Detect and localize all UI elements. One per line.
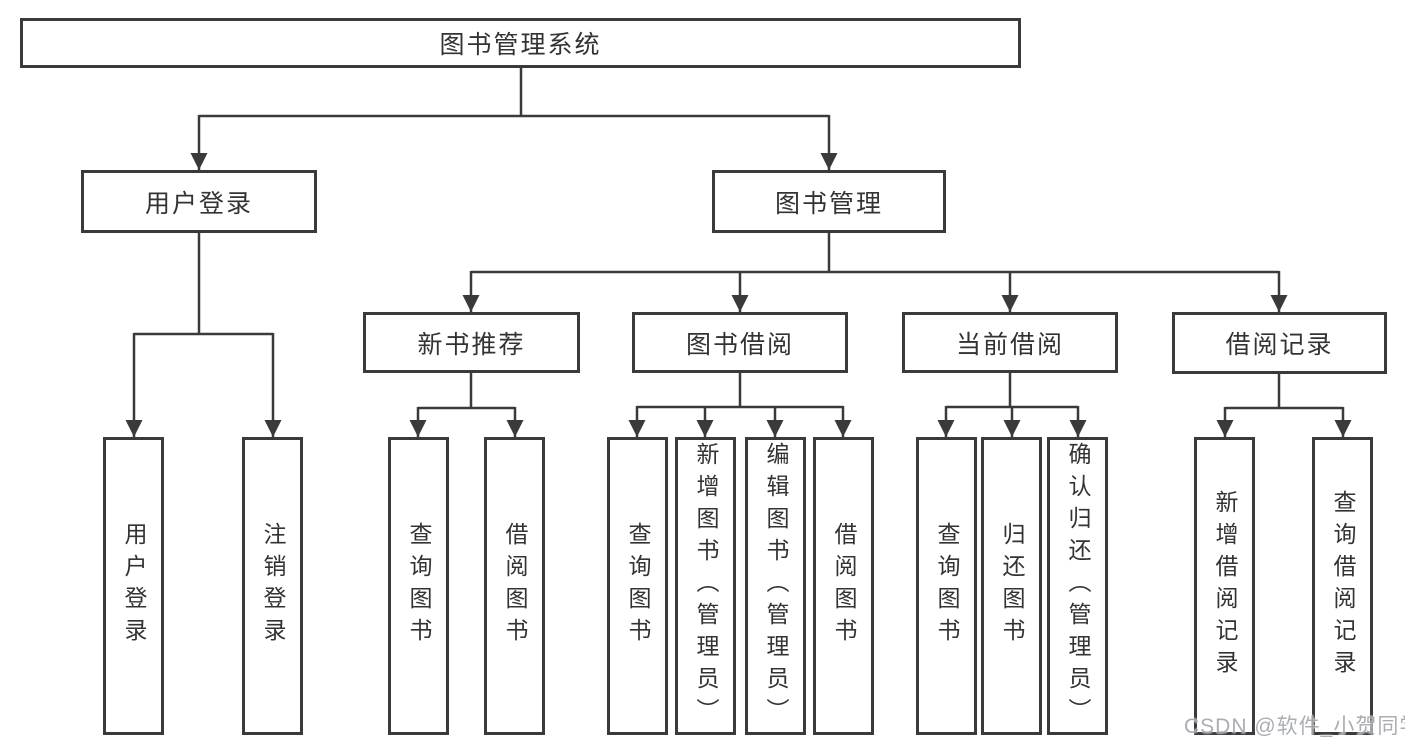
node-label: 新书推荐 [417, 330, 526, 359]
leaf-bb-edit-books-admin: 编辑图书（管理员） [745, 437, 806, 735]
node-label: 图书管理系统 [439, 31, 602, 59]
node-label: 确认归还（管理员） [1065, 442, 1091, 730]
node-label: 借阅图书 [831, 522, 857, 650]
node-label: 查询图书 [406, 522, 432, 650]
node-user-login: 用户登录 [81, 170, 317, 233]
node-label: 借阅图书 [502, 522, 528, 650]
node-label: 用户登录 [144, 189, 253, 218]
node-label: 查询图书 [934, 522, 960, 650]
leaf-nbr-query-books: 查询图书 [388, 437, 449, 735]
leaf-br-query-record: 查询借阅记录 [1312, 437, 1373, 735]
node-label: 归还图书 [999, 522, 1025, 650]
node-label: 用户登录 [121, 522, 147, 650]
watermark: CSDN @软件_小贺同学 [1184, 715, 1405, 738]
node-label: 查询借阅记录 [1330, 490, 1356, 682]
node-new-book-recommend: 新书推荐 [363, 312, 580, 373]
node-label: 新增图书（管理员） [693, 442, 719, 730]
node-borrow-records: 借阅记录 [1172, 312, 1387, 374]
leaf-cb-return-books: 归还图书 [981, 437, 1042, 735]
leaf-bb-query-books: 查询图书 [607, 437, 668, 735]
node-label: 查询图书 [625, 522, 651, 650]
leaf-br-add-record: 新增借阅记录 [1194, 437, 1255, 735]
node-label: 当前借阅 [955, 330, 1064, 359]
node-root-system: 图书管理系统 [20, 18, 1021, 68]
node-label: 借阅记录 [1225, 331, 1334, 359]
node-book-management: 图书管理 [712, 170, 946, 233]
leaf-bb-add-books-admin: 新增图书（管理员） [675, 437, 736, 735]
node-current-borrow: 当前借阅 [902, 312, 1118, 373]
leaf-logout: 注销登录 [242, 437, 303, 735]
leaf-bb-borrow-books: 借阅图书 [813, 437, 874, 735]
node-label: 编辑图书（管理员） [763, 442, 789, 730]
node-label: 图书管理 [774, 189, 883, 218]
leaf-cb-confirm-return-admin: 确认归还（管理员） [1047, 437, 1108, 735]
node-book-borrow: 图书借阅 [632, 312, 848, 373]
node-label: 新增借阅记录 [1212, 490, 1238, 682]
leaf-cb-query-books: 查询图书 [916, 437, 977, 735]
leaf-user-login: 用户登录 [103, 437, 164, 735]
node-label: 图书借阅 [685, 330, 794, 359]
leaf-nbr-borrow-books: 借阅图书 [484, 437, 545, 735]
node-label: 注销登录 [260, 522, 286, 650]
